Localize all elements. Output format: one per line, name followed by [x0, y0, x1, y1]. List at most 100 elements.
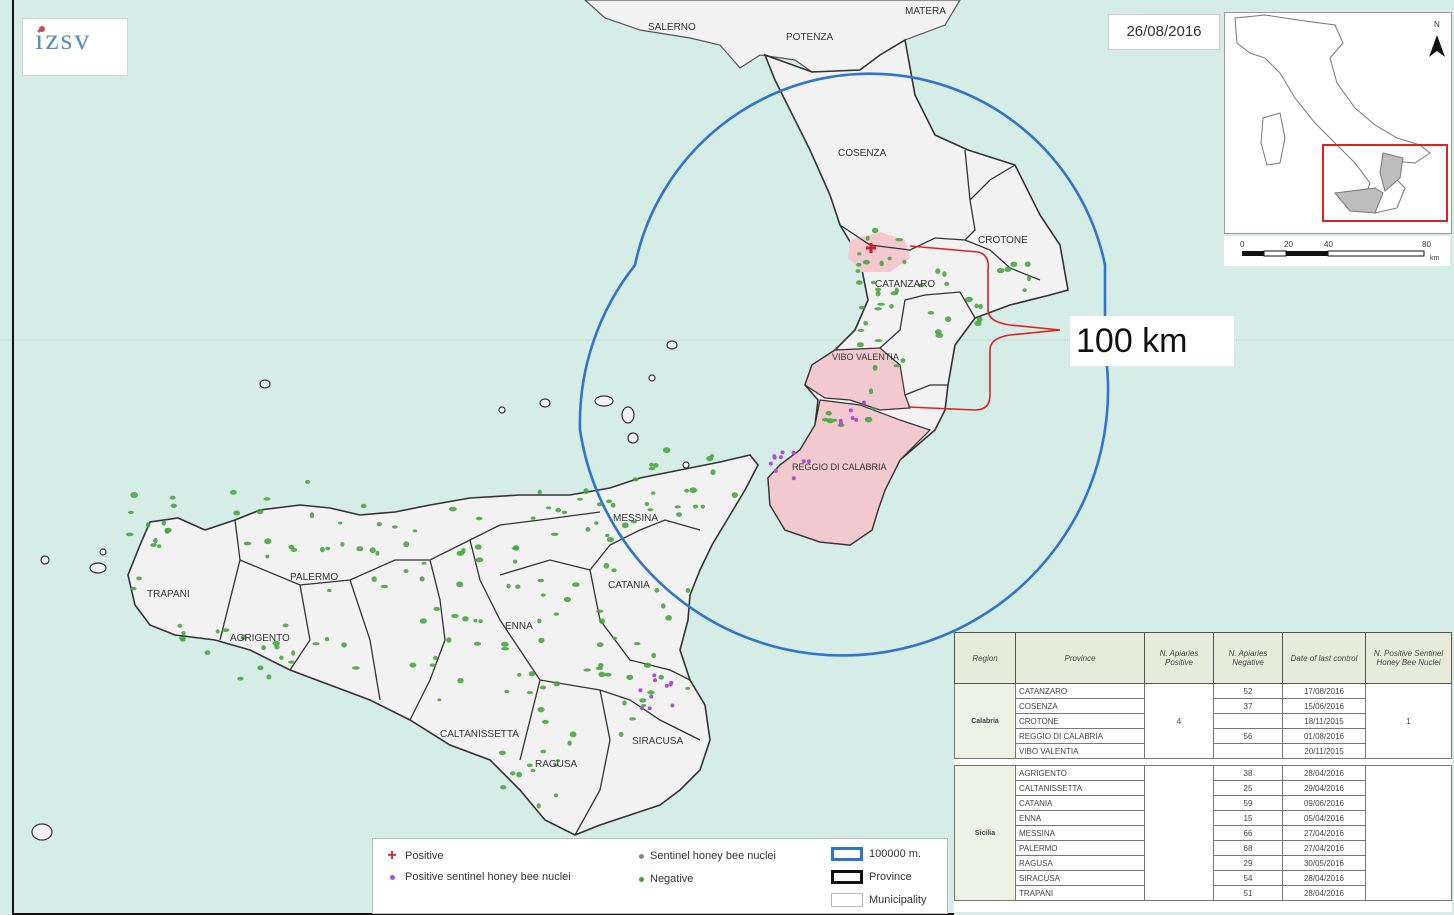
- legend-buffer-label: 100000 m.: [869, 848, 921, 860]
- negative-point: [125, 532, 134, 537]
- negative-point: [563, 596, 572, 603]
- negative-point: [731, 492, 738, 498]
- negative-point: [553, 681, 561, 687]
- reggio-calabria-highlight: [767, 399, 932, 546]
- negative-point: [651, 491, 656, 495]
- negative-point: [596, 502, 603, 507]
- sentinel-dot-icon: [639, 853, 644, 859]
- negative-point: [1004, 267, 1012, 272]
- province-cell: COSENZA: [1015, 698, 1145, 714]
- negative-count-cell: [1213, 743, 1283, 759]
- negative-point: [856, 342, 864, 348]
- negative-point: [243, 541, 252, 546]
- summary-table: Region Province N. Apiaries Positive N. …: [954, 632, 1452, 912]
- scale-seg-3: [1286, 251, 1328, 256]
- legend-municipality: Municipality: [831, 893, 926, 907]
- negative-point: [611, 568, 617, 573]
- negative-point: [288, 660, 295, 664]
- negative-point: [504, 689, 510, 694]
- negative-point: [157, 544, 162, 548]
- positive-marker: [866, 243, 876, 253]
- negative-point: [583, 488, 589, 495]
- scale-seg-2: [1263, 250, 1287, 257]
- date-cell: 20/11/2015: [1282, 743, 1366, 759]
- label-caltanissetta: CALTANISSETTA: [440, 729, 519, 740]
- table-gap-cell: [955, 759, 1452, 766]
- negative-point: [506, 583, 511, 589]
- negative-point: [599, 618, 605, 624]
- scale-tick-40: 40: [1324, 240, 1333, 249]
- frame-left: [12, 0, 14, 915]
- date-cell: 15/06/2016: [1282, 698, 1366, 714]
- negative-point: [875, 290, 881, 297]
- negative-point: [870, 280, 876, 285]
- negative-point: [536, 803, 541, 809]
- negative-point: [457, 678, 464, 684]
- negative-point: [340, 541, 345, 547]
- negative-point: [475, 516, 483, 521]
- negative-point: [130, 492, 139, 498]
- province-cell: CATANIA: [1015, 795, 1145, 811]
- negative-point: [875, 287, 882, 292]
- region-cell: Sicilia: [954, 765, 1016, 901]
- negative-point: [862, 259, 871, 265]
- negative-count-cell: [1213, 713, 1283, 729]
- negative-point: [689, 487, 698, 494]
- label-salerno: SALERNO: [648, 22, 696, 33]
- negative-point: [692, 504, 699, 509]
- negative-point: [371, 576, 377, 582]
- negative-point: [661, 603, 666, 609]
- negative-point: [663, 447, 671, 454]
- negative-point: [513, 559, 518, 564]
- label-catanzaro: CATANZARO: [875, 279, 935, 290]
- negative-point: [215, 629, 220, 634]
- negative-point: [887, 256, 892, 261]
- negative-point: [1022, 288, 1027, 292]
- negative-point: [598, 663, 604, 668]
- negative-point: [874, 307, 882, 311]
- province-cell: PALERMO: [1015, 840, 1145, 856]
- negative-count-cell: 68: [1213, 840, 1283, 856]
- negative-point: [685, 686, 691, 691]
- negative-point: [266, 674, 272, 680]
- positive-sentinel-point: [848, 408, 853, 413]
- negative-point: [130, 586, 137, 591]
- negative-point: [164, 527, 172, 533]
- negative-point: [626, 674, 634, 681]
- province-cell: AGRIGENTO: [1015, 765, 1145, 781]
- negative-point: [178, 636, 186, 640]
- sentinel-points: [638, 400, 866, 711]
- distance-bracket: [907, 245, 1061, 411]
- province-cell: RAGUSA: [1015, 855, 1145, 871]
- date-cell: 05/04/2016: [1282, 810, 1366, 826]
- islands: [31, 340, 690, 841]
- label-siracusa: SIRACUSA: [632, 736, 683, 747]
- negative-point: [537, 707, 545, 713]
- negative-point: [516, 771, 522, 778]
- negative-point: [240, 634, 247, 641]
- province-cell: REGGIO DI CALABRIA: [1015, 728, 1145, 744]
- label-cosenza: COSENZA: [838, 148, 887, 159]
- negative-point: [446, 637, 452, 643]
- negative-count-cell: 25: [1213, 780, 1283, 796]
- negative-point: [837, 423, 845, 428]
- date-cell: 30/05/2016: [1282, 855, 1366, 871]
- positive-sentinel-point: [862, 400, 866, 405]
- label-messina: MESSINA: [613, 513, 658, 524]
- negative-point: [375, 550, 380, 556]
- negative-point: [338, 521, 343, 525]
- logo-dot-icon: [39, 26, 45, 32]
- negative-point: [451, 613, 459, 619]
- negative-point: [577, 497, 583, 501]
- negative-point: [127, 510, 134, 514]
- negative-point: [419, 618, 427, 624]
- negative-point: [654, 587, 660, 593]
- negative-point: [652, 463, 659, 468]
- header-province: Province: [1015, 632, 1145, 684]
- negative-point: [541, 719, 549, 724]
- negative-point: [647, 690, 655, 695]
